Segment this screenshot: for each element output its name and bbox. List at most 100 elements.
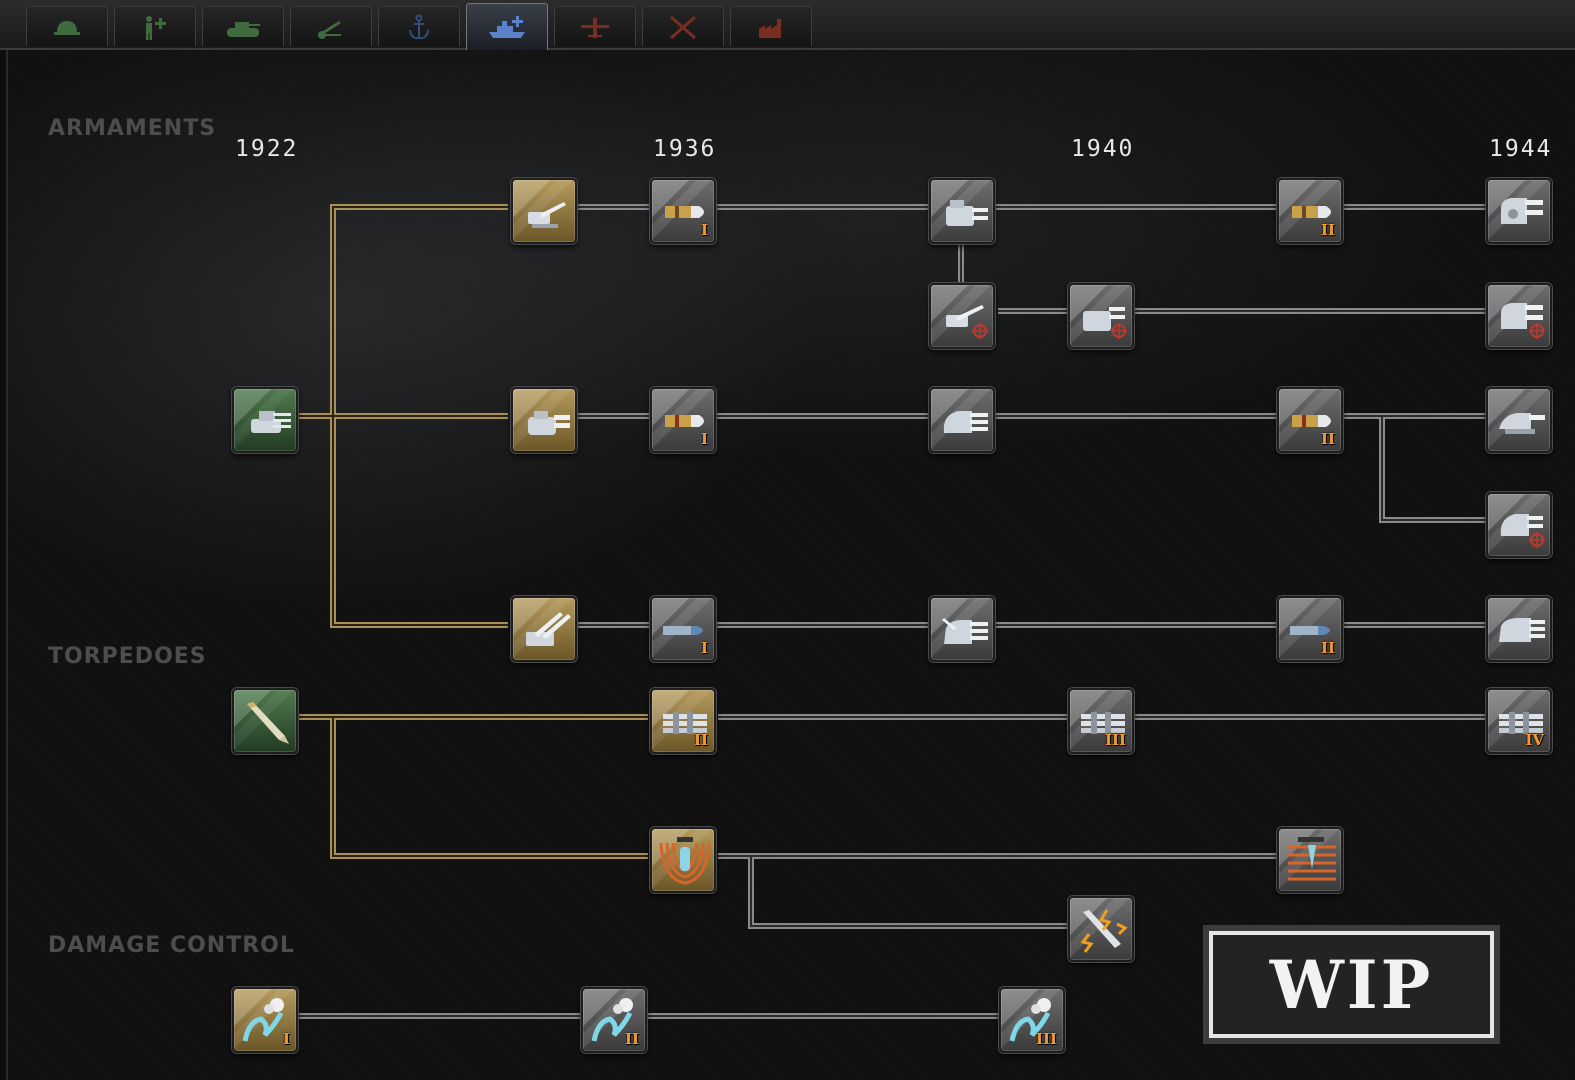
tab-infantry[interactable] (26, 6, 108, 46)
heavy-shell-icon (663, 626, 703, 635)
researched-connections (298, 204, 648, 859)
tab-industry[interactable] (730, 6, 812, 46)
dp-turret-icon (1500, 514, 1545, 548)
tech-level: III (1104, 731, 1126, 749)
dp-turret-icon (1083, 307, 1127, 339)
year-label: 1936 (653, 136, 717, 162)
tech-node-light-gun-3[interactable] (1486, 178, 1552, 244)
medium-turret-icon (528, 411, 570, 435)
tech-node-medium-dp-gun[interactable] (1486, 492, 1552, 558)
naval-ship-icon (489, 16, 525, 38)
tech-node-light-dp-gun-3[interactable] (1486, 283, 1552, 349)
tab-artillery[interactable] (290, 6, 372, 46)
anchor-icon (409, 14, 429, 39)
dp-dual-turret-icon (1501, 303, 1545, 339)
tech-node-light-shell-1[interactable]: I (650, 178, 716, 244)
shell-icon (1292, 206, 1331, 218)
tech-node-medium-shell-2[interactable]: II (1277, 387, 1343, 453)
tech-node-light-gun[interactable] (511, 178, 577, 244)
tech-node-heavy-shell-2[interactable]: II (1277, 596, 1343, 662)
tech-level: II (1320, 639, 1335, 657)
artillery-icon (317, 20, 341, 39)
industry-icon (759, 18, 781, 38)
tech-node-depth-charges[interactable] (650, 827, 716, 893)
medium-turret-icon (1499, 413, 1545, 434)
torpedo-launcher-icon (663, 712, 707, 734)
wip-badge: WIP (1203, 925, 1500, 1044)
magnetic-torpedo-icon (1080, 909, 1128, 953)
tech-level: I (700, 639, 708, 657)
tech-node-heavy-gun-2[interactable] (929, 596, 995, 662)
tech-node-magnetic-torpedo[interactable] (1068, 896, 1134, 962)
damage-control-icon (242, 998, 284, 1042)
category-label-damage-control: DAMAGE CONTROL (48, 933, 295, 958)
tab-engineering[interactable] (642, 6, 724, 46)
tech-node-depth-charges-2[interactable] (1277, 827, 1343, 893)
tech-node-medium-gun-3[interactable] (1486, 387, 1552, 453)
tech-level: I (700, 430, 708, 448)
tech-node-basic-battery[interactable] (232, 387, 298, 453)
support-soldier-icon (146, 15, 166, 40)
tech-level: I (700, 221, 708, 239)
light-gun-icon (528, 202, 566, 228)
light-turret-icon (946, 200, 988, 226)
damage-control-icon (591, 998, 633, 1042)
tech-node-damage-control-3[interactable]: III (999, 987, 1065, 1053)
depth-charge-icon (1288, 837, 1336, 881)
tab-support[interactable] (114, 6, 196, 46)
turret-icon (251, 411, 291, 433)
tech-node-medium-gun[interactable] (511, 387, 577, 453)
tab-armor[interactable] (202, 6, 284, 46)
medium-turret-icon (943, 411, 988, 433)
year-label: 1922 (235, 136, 299, 162)
tech-level: II (1320, 221, 1335, 239)
tech-node-torpedo-launcher-2[interactable]: II (650, 688, 716, 754)
tech-node-heavy-gun-3[interactable] (1486, 596, 1552, 662)
crossed-tools-icon (670, 15, 696, 39)
shell-icon (665, 206, 704, 218)
heavy-twin-gun-icon (526, 612, 571, 646)
dual-turret-icon (1501, 198, 1543, 224)
dp-gun-icon (946, 305, 988, 339)
category-label-torpedoes: TORPEDOES (48, 644, 207, 669)
tab-naval[interactable] (466, 3, 548, 50)
year-label: 1940 (1071, 136, 1135, 162)
triple-turret-icon (942, 618, 988, 644)
tab-air[interactable] (554, 6, 636, 46)
tech-node-light-dp-gun-2[interactable] (1068, 283, 1134, 349)
infantry-helmet-icon (54, 20, 80, 35)
tech-node-heavy-gun[interactable] (511, 596, 577, 662)
naval-tech-tree: 1922 1936 1940 1944 ARMAMENTS TORPEDOES … (6, 50, 1575, 1080)
tank-icon (227, 21, 260, 37)
heavy-turret-icon (1499, 618, 1545, 642)
tech-node-medium-gun-2[interactable] (929, 387, 995, 453)
tech-node-light-gun-2[interactable] (929, 178, 995, 244)
tech-level: II (624, 1030, 639, 1048)
tech-node-light-dp-gun-1[interactable] (929, 283, 995, 349)
tech-node-heavy-shell-1[interactable]: I (650, 596, 716, 662)
tech-node-damage-control-1[interactable]: I (232, 987, 298, 1053)
tech-node-light-shell-2[interactable]: II (1277, 178, 1343, 244)
heavy-shell-icon (1290, 626, 1330, 635)
tech-node-damage-control-2[interactable]: II (581, 987, 647, 1053)
tech-connection-lines (298, 204, 1488, 1019)
damage-control-icon (1009, 998, 1051, 1042)
tech-node-basic-torpedo[interactable] (232, 688, 298, 754)
tech-node-torpedo-launcher-3[interactable]: III (1068, 688, 1134, 754)
wip-label: WIP (1209, 931, 1494, 1038)
tech-node-torpedo-launcher-4[interactable]: IV (1486, 688, 1552, 754)
torpedo-launcher-icon (1499, 712, 1543, 734)
tech-level: IV (1525, 731, 1544, 749)
year-label: 1944 (1489, 136, 1553, 162)
shell-icon (665, 415, 704, 427)
tech-level: II (1320, 430, 1335, 448)
depth-charge-icon (659, 837, 711, 885)
tab-naval-doctrine[interactable] (378, 6, 460, 46)
tech-level: I (282, 1030, 290, 1048)
torpedo-launcher-icon (1081, 712, 1125, 734)
category-label-armaments: ARMAMENTS (48, 116, 217, 141)
tech-node-medium-shell-1[interactable]: I (650, 387, 716, 453)
aircraft-icon (581, 17, 609, 38)
tech-level: III (1035, 1030, 1057, 1048)
tech-category-tabbar (0, 0, 1575, 50)
